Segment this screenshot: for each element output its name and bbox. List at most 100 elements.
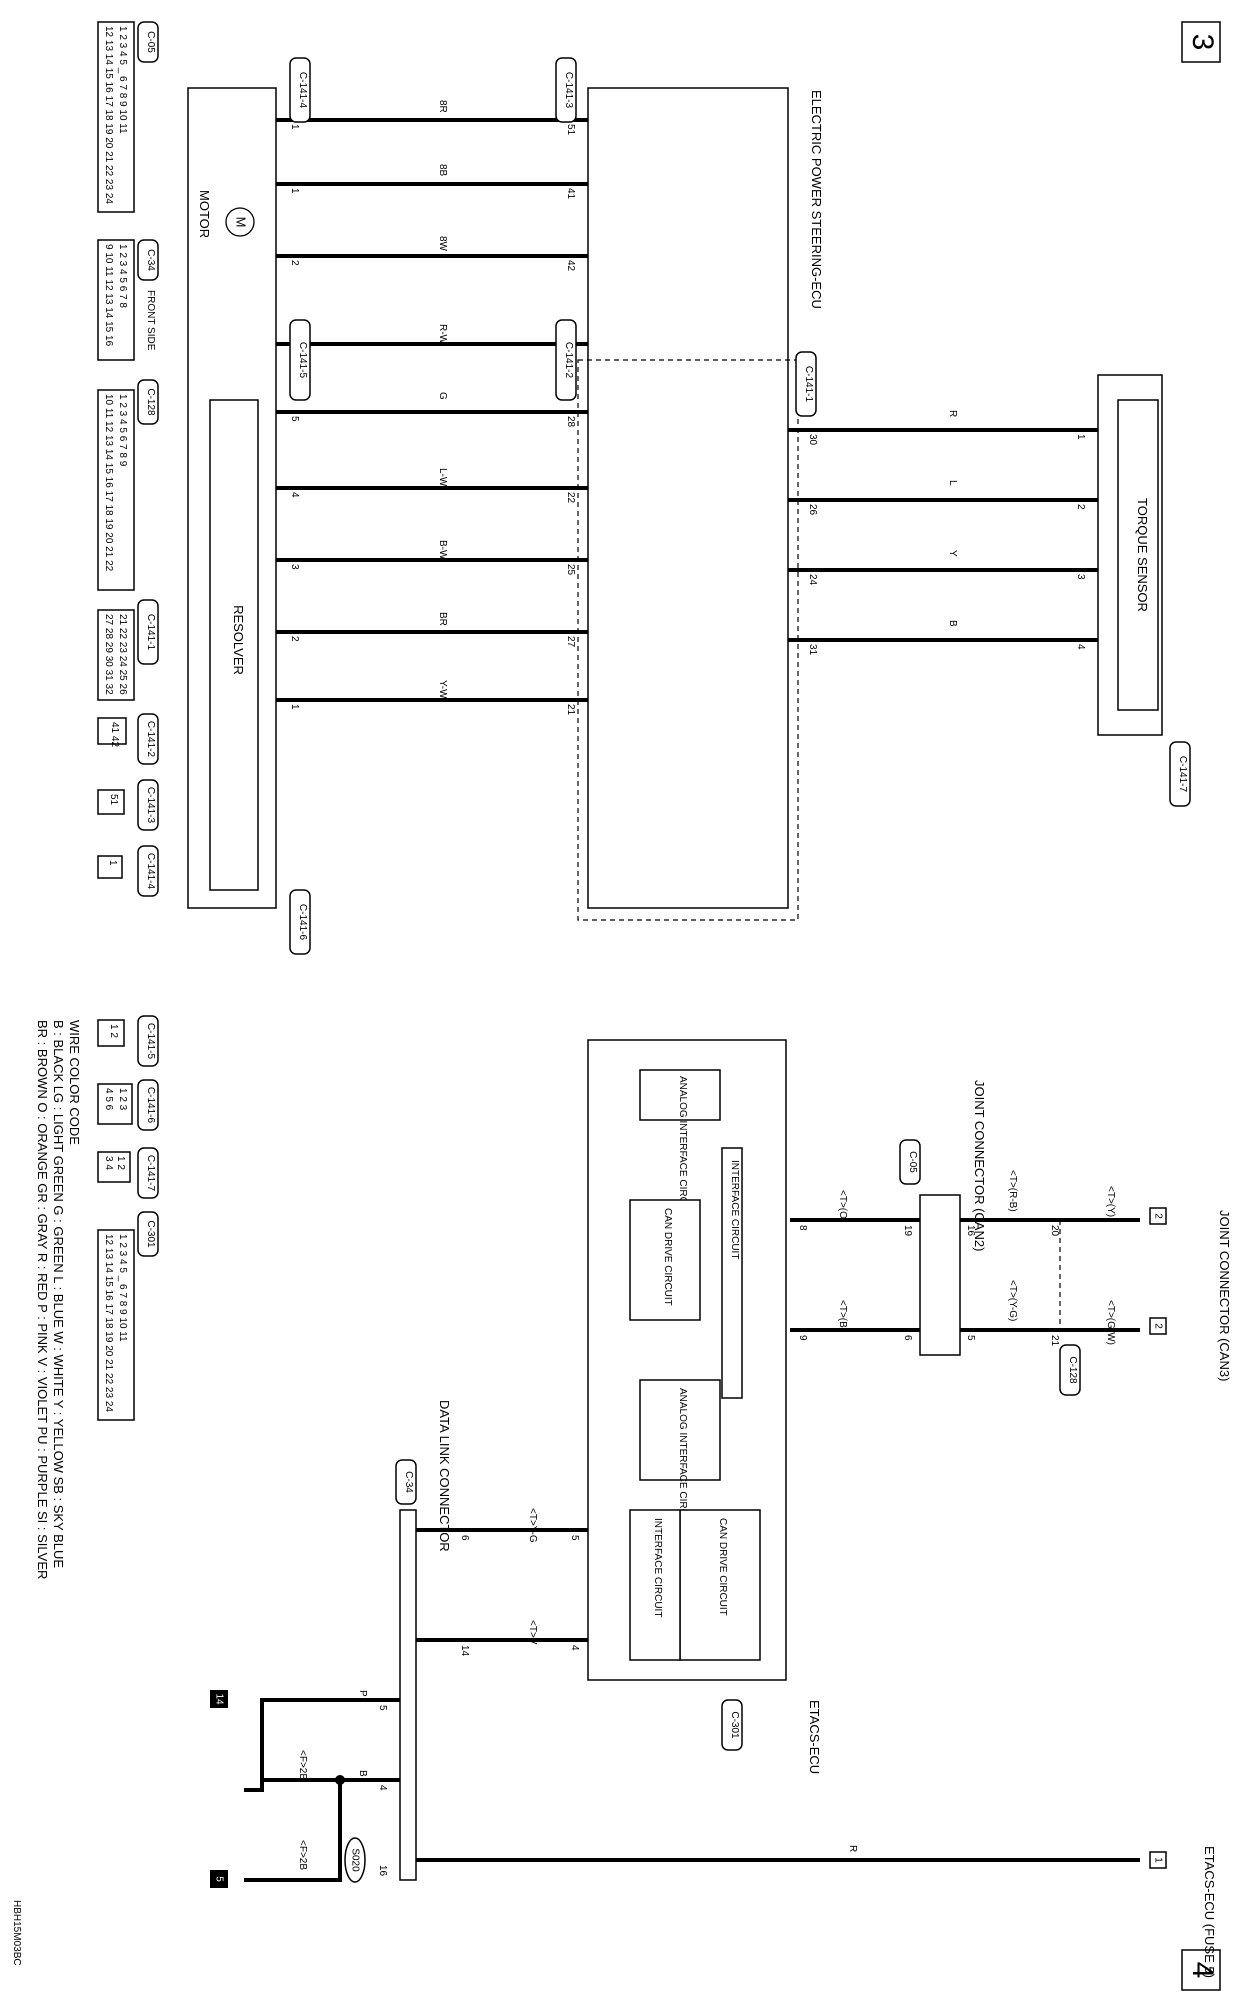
dlc-pin-4: 4	[377, 1785, 388, 1791]
interface-circuit-top-box	[721, 1147, 743, 1399]
svg-text:C-141-2: C-141-2	[145, 721, 156, 758]
can-pin-14: 14	[459, 1645, 470, 1657]
joint-connector-can2-box	[919, 1194, 961, 1356]
svg-text:1 2 3: 1 2 3	[117, 1088, 128, 1111]
torque-sensor-pin-4: 4	[1075, 644, 1086, 650]
can-label-tgw: <T>(G-W)	[1105, 1300, 1116, 1345]
analog-interface-2-box	[639, 1379, 721, 1481]
pinout-c141-1: C-141-1 21 22 23 24 25 26 27 28 29 30 31…	[97, 599, 159, 701]
etacs-ecu-label: ETACS-ECU	[807, 1700, 822, 1774]
svg-text:C-141-4: C-141-4	[145, 853, 156, 890]
svg-text:51: 51	[108, 794, 119, 806]
end-pin-1: 1	[289, 188, 300, 194]
svg-text:1: 1	[1152, 1857, 1163, 1863]
can-label-tb: <T>(B)	[837, 1300, 848, 1331]
can-drive-2-label: CAN DRIVE CIRCUIT	[717, 1518, 728, 1616]
torque-sensor-pin-3: 3	[1075, 574, 1086, 580]
wire-color-8b: 8B	[437, 164, 448, 177]
joint-terminal-b	[1149, 1317, 1167, 1335]
dlc-pin-5: 5	[377, 1705, 388, 1711]
pinout-c141-7: C-141-7 1 2 3 4	[97, 1147, 159, 1199]
splice-dot	[335, 1775, 345, 1785]
tag-c05: C-05	[899, 1139, 921, 1185]
pinout-c128: C-128 1 2 3 4 5 6 7 8 9 10 11 12 13 14 1…	[97, 379, 159, 591]
can-pin-6b: 6	[459, 1535, 470, 1541]
analog-interface-1-box	[639, 1069, 721, 1121]
wire-p-label: P	[357, 1690, 368, 1697]
can-label-to: <T>(O)	[837, 1190, 848, 1222]
ecu-pin-41: 41	[565, 188, 576, 200]
can-pin-20: 20	[1049, 1225, 1060, 1237]
fuse-terminal	[1149, 1851, 1167, 1869]
pinout-c141-5: C-141-5 1 2	[97, 1015, 159, 1067]
torque-ecu-pin-31: 31	[807, 644, 818, 656]
page-box-right	[1181, 1949, 1221, 1991]
ecu-wire-group: 5118R4118B4228W236R-W285G224L-W253B-W272…	[276, 100, 588, 716]
svg-text:C-128: C-128	[1067, 1356, 1078, 1384]
interface-circuit-2-label: INTERFACE CIRCUIT	[652, 1518, 663, 1617]
end-pin-4: 4	[289, 492, 300, 498]
torque-ecu-pin-24: 24	[807, 574, 818, 586]
pinout-c141-4: C-141-4 1	[97, 845, 159, 897]
pinout-c301: C-301 1 2 3 4 5 _ 6 7 8 9 10 11 12 13 14…	[97, 1211, 159, 1421]
svg-text:C-141-1: C-141-1	[145, 614, 156, 651]
page-number-left: 3	[1186, 34, 1219, 51]
motor-label: MOTOR	[197, 190, 212, 238]
svg-text:C-141-5: C-141-5	[297, 342, 308, 379]
end-pin-2: 2	[289, 636, 300, 642]
can-drive-1-label: CAN DRIVE CIRCUIT	[662, 1208, 673, 1306]
joint-can2-label: JOINT CONNECTOR (CAN2)	[972, 1080, 987, 1251]
tag-c141-2: C-141-2	[555, 319, 577, 401]
page-number-right: 4	[1186, 1962, 1219, 1979]
svg-text:1 2: 1 2	[115, 1156, 126, 1170]
can-pin-19: 19	[902, 1225, 913, 1237]
svg-text:5: 5	[213, 1876, 224, 1882]
svg-text:C-34: C-34	[145, 249, 156, 271]
torque-sensor-pin-1: 1	[1075, 434, 1086, 440]
torque-wire-color-b: B	[947, 620, 958, 627]
ecu-pin-28: 28	[565, 416, 576, 428]
svg-text:C-141-6: C-141-6	[145, 1087, 156, 1124]
svg-text:3 4: 3 4	[103, 1156, 114, 1170]
eps-ecu-box	[587, 87, 789, 909]
ecu-pin-22: 22	[565, 492, 576, 504]
svg-text:C-05: C-05	[145, 31, 156, 53]
wire-b-label: B	[357, 1770, 368, 1777]
svg-text:C-141-1: C-141-1	[803, 366, 814, 403]
svg-text:C-128: C-128	[145, 388, 156, 416]
wire-color-title: WIRE COLOR CODE	[67, 1020, 82, 1145]
end-pin-1: 1	[289, 704, 300, 710]
svg-text:21 22 23 24 25 26: 21 22 23 24 25 26	[117, 614, 128, 695]
wire-color-b-w: B-W	[437, 540, 448, 560]
can-pin-8: 8	[797, 1225, 808, 1231]
svg-text:1: 1	[107, 860, 118, 866]
wire-color-r-w: R-W	[437, 324, 448, 345]
can-pin-5: 5	[965, 1335, 976, 1341]
dlc-label: DATA LINK CONNECTOR	[437, 1400, 452, 1552]
torque-sensor-inner	[1117, 399, 1159, 711]
svg-text:2: 2	[1152, 1213, 1163, 1219]
dlc-wire-p	[244, 1698, 400, 1792]
svg-text:C-05: C-05	[907, 1151, 918, 1173]
can-pin-16: 16	[965, 1225, 976, 1237]
f2b-label-1: <F>2B	[297, 1750, 308, 1780]
motor-symbol	[225, 207, 255, 237]
ground-5-box	[210, 1870, 228, 1888]
tag-c141-4: C-141-4	[289, 57, 311, 123]
pinout-c141-2: C-141-2 41 42	[97, 713, 159, 765]
svg-text:C-141-3: C-141-3	[563, 72, 574, 109]
tag-c141-6: C-141-6	[289, 889, 311, 955]
resolver-label: RESOLVER	[231, 605, 246, 675]
can-pin-4b: 4	[569, 1645, 580, 1651]
can-label-ty: <T>(Y)	[1105, 1186, 1116, 1217]
torque-sensor-label: TORQUE SENSOR	[1135, 498, 1150, 612]
svg-text:C-141-3: C-141-3	[145, 787, 156, 824]
svg-text:14: 14	[213, 1693, 224, 1705]
joint-can3-label: JOINT CONNECTOR (CAN3)	[1217, 1210, 1232, 1381]
pinout-c141-3: C-141-3 51	[97, 779, 159, 831]
svg-text:9 10 11 12 13 14 15 16: 9 10 11 12 13 14 15 16	[103, 244, 114, 347]
svg-text:27 28 29 30 31 32: 27 28 29 30 31 32	[103, 614, 114, 695]
tag-c141-7: C-141-7	[1169, 741, 1191, 807]
